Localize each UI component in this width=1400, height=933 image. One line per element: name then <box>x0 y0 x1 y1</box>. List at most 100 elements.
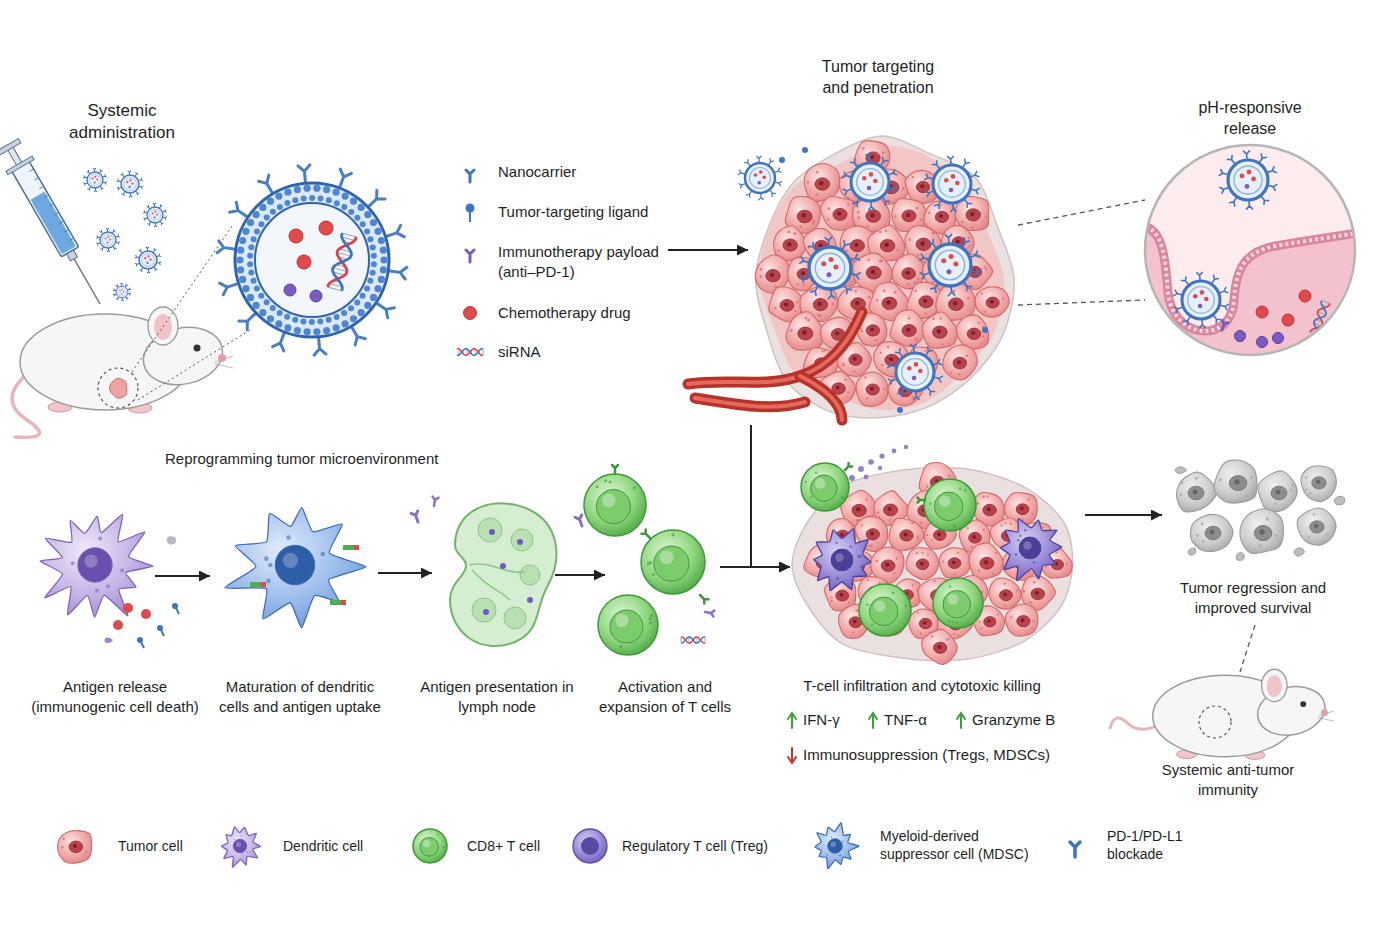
chemo-drug <box>319 221 333 235</box>
cell-nucleus <box>934 492 963 521</box>
cell-nucleus <box>916 181 929 192</box>
payload-dot <box>949 254 954 259</box>
cell-granule <box>881 364 883 366</box>
nucleolus <box>957 360 961 364</box>
dying-cell <box>1177 472 1217 512</box>
cell-granule <box>908 238 911 241</box>
cell-granule <box>803 283 805 285</box>
cell-nucleus <box>933 326 947 338</box>
antigen-fragment <box>167 536 177 544</box>
helix-strand <box>1310 301 1330 336</box>
legend-text: CD8+ T cell <box>467 837 540 855</box>
blockade-icon <box>1070 842 1080 857</box>
lipid-head <box>303 328 310 335</box>
dying-cell <box>1301 466 1336 502</box>
cell-membrane <box>933 578 983 628</box>
lipid-head <box>370 219 377 226</box>
mouse-ear-inner <box>1267 675 1282 697</box>
flow-arrow <box>751 425 790 567</box>
lipid-head <box>247 219 254 226</box>
syringe-barrel <box>11 160 78 257</box>
antibody-symbol <box>431 497 438 507</box>
lipid-head <box>239 276 246 283</box>
nucleolus <box>819 181 823 185</box>
antigen-dot <box>527 597 533 603</box>
cell-membrane <box>815 823 859 869</box>
cell-granule <box>971 546 973 548</box>
cell-nucleus <box>949 298 964 311</box>
cell-nucleus <box>866 529 879 540</box>
lipid-head <box>342 192 349 199</box>
nucleolus <box>853 357 857 361</box>
cell-granule <box>841 496 843 498</box>
cell-granule <box>633 486 636 489</box>
cell-granule <box>1009 523 1011 525</box>
cell-granule <box>805 481 807 483</box>
cell-granule <box>1179 493 1182 496</box>
lipid-bilayer <box>87 172 103 188</box>
cell-granule <box>858 217 861 220</box>
lipid-head <box>247 261 253 267</box>
cell-granule <box>672 533 675 536</box>
cell-debris <box>1334 496 1345 505</box>
lipid-head <box>267 198 274 205</box>
payload-dot <box>156 214 158 216</box>
cell-debris <box>1294 548 1304 556</box>
nucleolus <box>770 273 774 277</box>
cell-granule <box>815 471 817 473</box>
mouse-eye <box>1300 701 1306 707</box>
cell-granule <box>826 854 828 856</box>
lipid-head <box>326 197 332 203</box>
cell-granule <box>830 600 832 602</box>
lipid-head <box>242 228 249 235</box>
tumor-mass <box>759 145 1004 410</box>
cell-granule <box>917 539 919 541</box>
lipid-head <box>292 317 298 323</box>
cell-granule <box>861 524 863 526</box>
cytokine-dot <box>892 449 897 454</box>
cytokine-label: IFN-γ <box>803 710 840 730</box>
antibody-symbol <box>411 511 421 523</box>
cell-nucleus <box>766 270 781 282</box>
cell-granule <box>1195 477 1198 480</box>
nucleolus <box>884 243 888 247</box>
cell-nucleus <box>980 557 994 569</box>
cell-granule <box>955 622 958 625</box>
payload-dot <box>152 212 154 214</box>
targeting-ligand <box>313 336 326 355</box>
nucleus-highlight <box>283 553 298 568</box>
cell-granule <box>995 552 997 554</box>
lipid-head <box>313 185 320 192</box>
nanocarrier <box>925 156 980 211</box>
increase-arrow <box>957 713 965 728</box>
helix-strand <box>681 637 705 643</box>
cell-granule <box>952 621 955 624</box>
nucleolus <box>870 213 874 217</box>
cell-nucleus <box>833 208 847 220</box>
tumor-cell <box>939 548 971 578</box>
lymph-follicle <box>520 565 540 585</box>
cell-granule <box>967 297 970 300</box>
lipid-head <box>333 324 340 331</box>
lipid-head <box>284 314 290 320</box>
syringe-hub <box>67 250 78 261</box>
nanocarrier <box>888 344 943 399</box>
payload-dot <box>146 262 148 264</box>
legend-icon <box>413 829 447 863</box>
legend-icon <box>58 831 92 864</box>
membrane-beads <box>1140 225 1362 331</box>
released-antigen <box>113 620 123 630</box>
cell-nucleus <box>1205 526 1221 540</box>
cytokine-dot <box>858 466 864 472</box>
tumor-cell <box>956 315 988 349</box>
section-heading: Reprogramming tumor microenvironment <box>165 449 438 469</box>
flow-arrow <box>378 572 432 574</box>
cell-granule <box>981 293 983 295</box>
lipid-head <box>239 237 246 244</box>
increase-arrow <box>788 713 796 728</box>
cell-granule <box>1032 620 1034 622</box>
cell-granule <box>866 603 869 606</box>
payload-dot <box>105 237 107 239</box>
cell-granule <box>759 275 762 278</box>
cell-nucleus <box>852 504 866 516</box>
